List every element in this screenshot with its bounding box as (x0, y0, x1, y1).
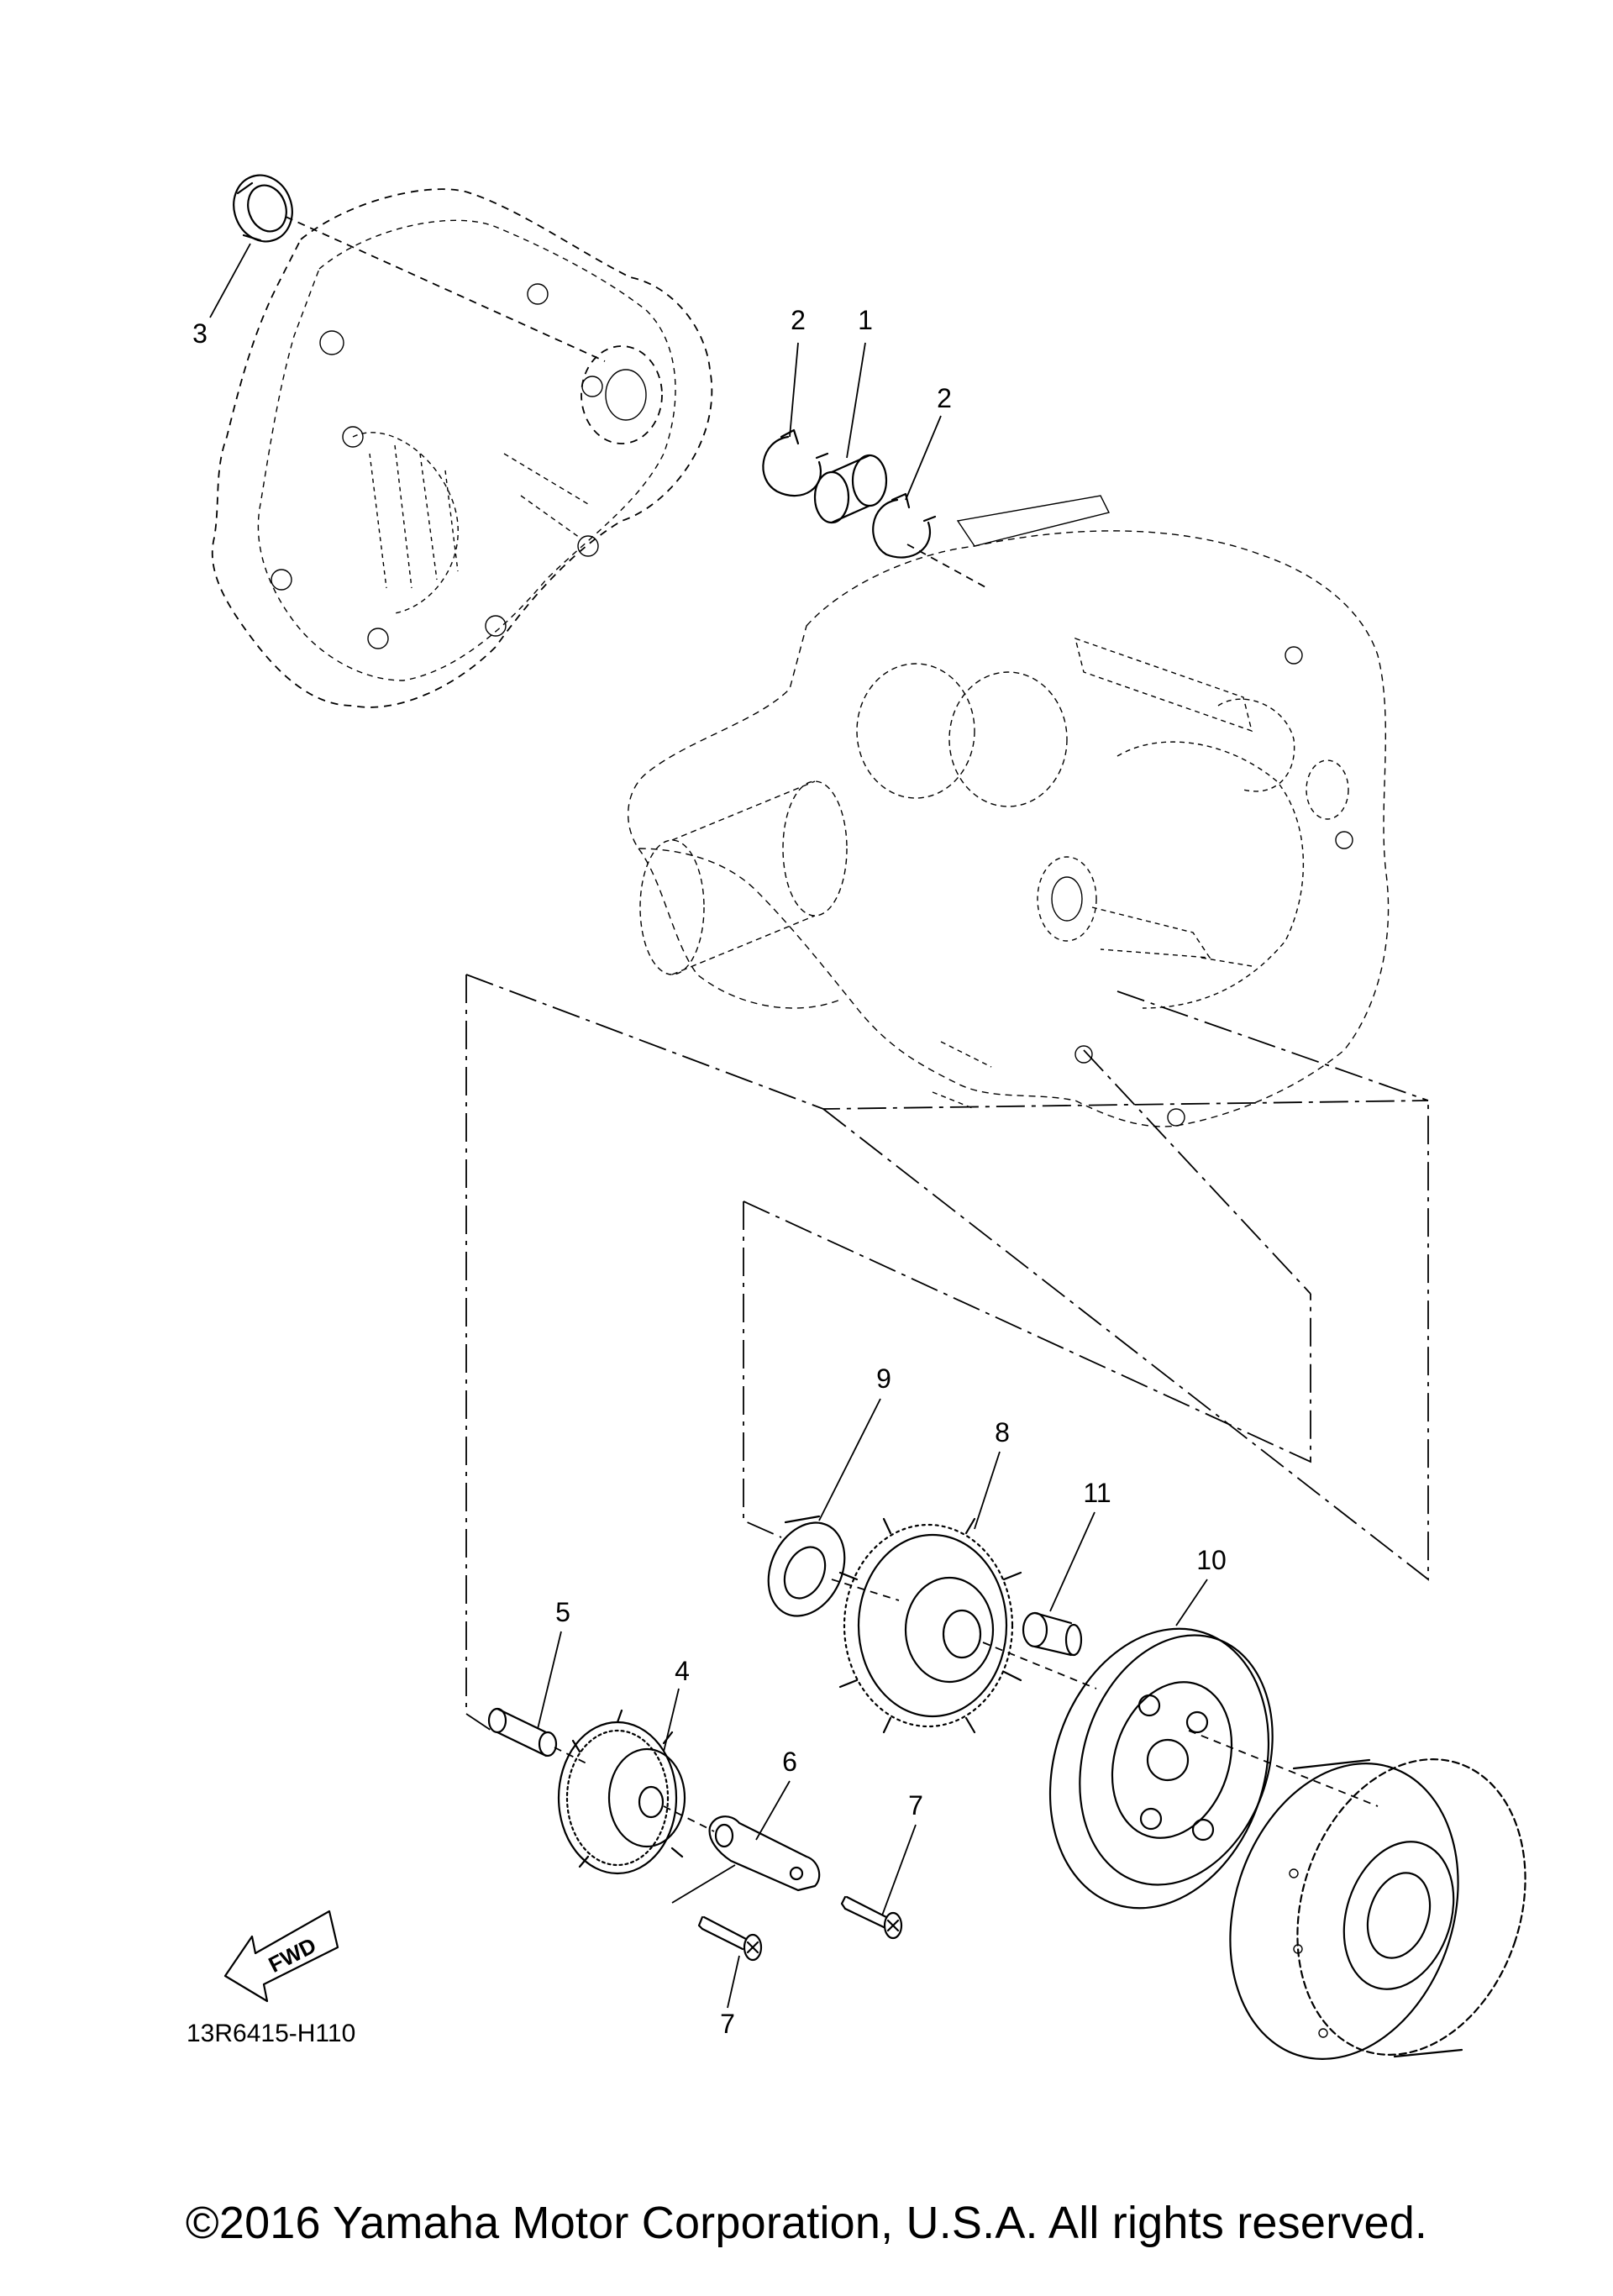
callout-6: 6 (782, 1747, 797, 1777)
part-oil-seal (233, 174, 293, 243)
part-shaft (487, 1707, 558, 1757)
callout-1: 1 (858, 305, 873, 335)
part-circlip-left (762, 428, 829, 497)
part-bolt (1022, 1611, 1083, 1657)
part-circlip-right (872, 492, 937, 559)
part-crankcase-cover (211, 188, 713, 708)
callout-7-bottom: 7 (720, 2009, 735, 2039)
callout-9: 9 (876, 1363, 891, 1394)
part-collar (813, 454, 888, 524)
callout-8: 8 (995, 1417, 1010, 1447)
part-flywheel-rotor (1229, 1758, 1526, 2060)
fwd-arrow-icon: FWD (223, 1910, 339, 2003)
part-starter-idler-gear (557, 1709, 686, 1875)
callout-2-left: 2 (791, 305, 806, 335)
callout-2-right: 2 (937, 383, 952, 413)
diagram-code: 13R6415-H110 (187, 2020, 355, 2047)
part-screw-upper (840, 1895, 903, 1940)
callout-3: 3 (192, 318, 208, 349)
part-screw-lower (697, 1915, 763, 1962)
part-starter-clutch (1048, 1627, 1274, 1910)
part-idler-gear (838, 1517, 1022, 1734)
copyright-notice: ©2016 Yamaha Motor Corporation, U.S.A. A… (185, 2198, 1428, 2248)
callout-5: 5 (555, 1597, 570, 1627)
part-plate (671, 1815, 821, 1904)
callout-7-right: 7 (908, 1790, 923, 1821)
part-engine-case (628, 495, 1390, 1127)
callout-10: 10 (1196, 1545, 1227, 1575)
callout-4: 4 (675, 1656, 690, 1686)
callout-11: 11 (1083, 1478, 1111, 1508)
part-washer (767, 1515, 846, 1617)
